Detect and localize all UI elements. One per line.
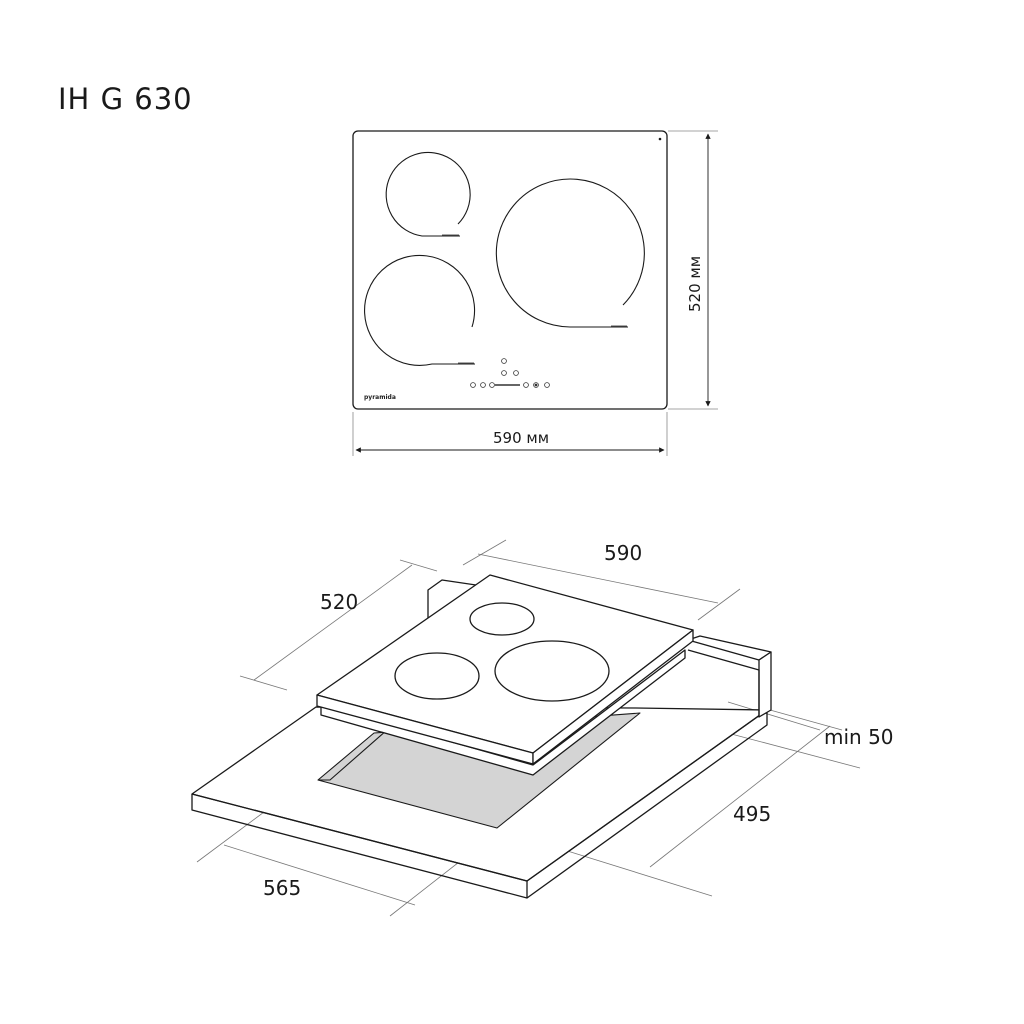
corner-dot	[658, 137, 662, 141]
cooktop-glass	[316, 574, 694, 765]
iso-burner-medium	[394, 652, 480, 700]
power-icon	[470, 382, 476, 388]
height-label: 520 мм	[686, 256, 704, 312]
cooktop-outline	[352, 130, 668, 410]
isometric-view: 590 520 min 50 495 565	[191, 539, 894, 917]
cooking-zone-small	[385, 151, 471, 237]
cooktop-body	[320, 649, 686, 776]
top-view: pyramida 520 мм 590 мм	[352, 130, 718, 456]
booster-icon	[533, 382, 539, 388]
iso-cutout-depth-label: 495	[733, 802, 771, 826]
lock-icon	[480, 382, 486, 388]
control-zone-select-icon	[501, 370, 507, 376]
height-dimension: 520 мм	[668, 130, 718, 410]
minus-icon	[489, 382, 495, 388]
iso-min-gap-label: min 50	[824, 725, 894, 749]
iso-width-label: 590	[604, 541, 642, 565]
control-zone-select-icon	[513, 370, 519, 376]
width-dimension: 590 мм	[352, 412, 668, 456]
iso-depth-label: 520	[320, 590, 358, 614]
control-panel	[470, 358, 550, 388]
cooking-zone-medium	[364, 254, 476, 366]
iso-burner-small	[469, 602, 535, 636]
iso-burners	[394, 602, 610, 702]
plus-icon	[523, 382, 529, 388]
model-title: IH G 630	[58, 82, 193, 116]
iso-burner-large	[494, 640, 610, 702]
width-label: 590 мм	[493, 429, 549, 447]
brand-logo: pyramida	[364, 394, 396, 401]
iso-cutout-width-label: 565	[263, 876, 301, 900]
timer-icon	[544, 382, 550, 388]
cooking-zone-large	[495, 178, 645, 328]
control-zone-select-icon	[501, 358, 507, 364]
